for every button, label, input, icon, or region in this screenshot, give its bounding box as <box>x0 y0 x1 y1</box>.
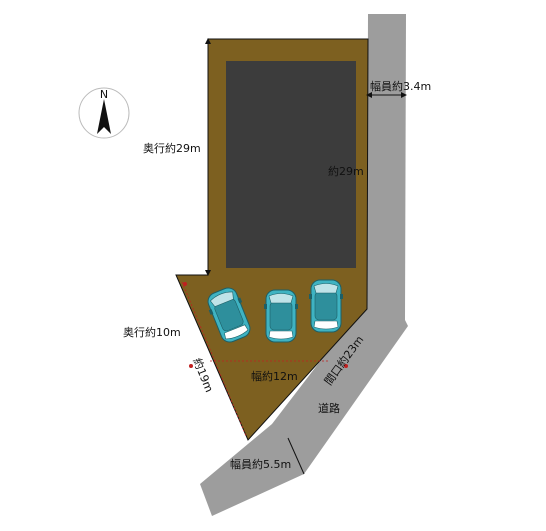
car-3 <box>308 279 344 333</box>
road-area <box>200 14 408 516</box>
survey-point-top <box>183 282 187 286</box>
depth-lower-label: 奥行約10m <box>123 325 181 339</box>
north-label: N <box>100 88 108 101</box>
survey-point-right <box>344 364 348 368</box>
diag-length-label: 約19m <box>190 356 216 394</box>
road-width-bottom-dim-line <box>287 437 305 475</box>
road-width-top-label: 幅員約3.4m <box>370 79 431 93</box>
road-label: 道路 <box>318 401 340 415</box>
road-width-bottom-label: 幅員約5.5m <box>230 457 291 471</box>
survey-point-mid <box>189 364 193 368</box>
north-compass: N <box>78 87 130 139</box>
length-inner-label: 約29m <box>328 164 364 178</box>
building-area <box>226 61 356 268</box>
depth-upper-label: 奥行約29m <box>143 141 201 155</box>
car-2 <box>263 289 299 343</box>
width-lower-label: 幅約12m <box>251 369 298 383</box>
